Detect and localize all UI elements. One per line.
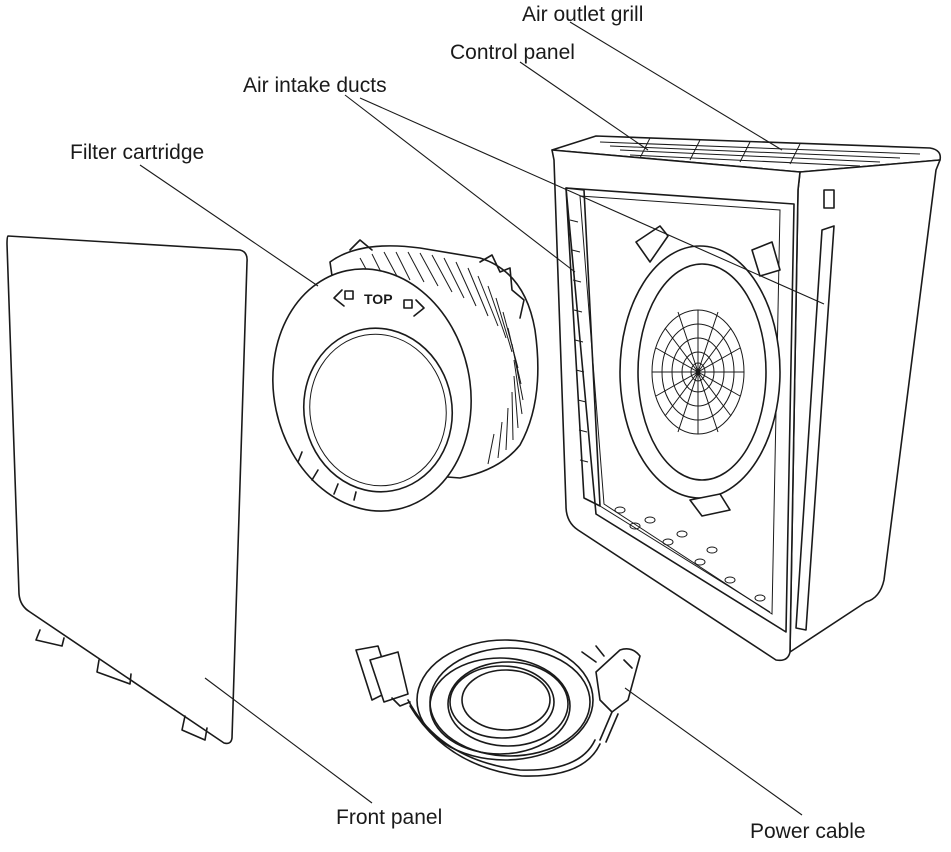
air-outlet-grill [599, 137, 921, 167]
label-filter-cartridge: Filter cartridge [70, 141, 204, 164]
base-holes [614, 506, 766, 602]
purifier-body [551, 135, 942, 662]
filter-pleat-hatching [359, 251, 524, 465]
label-power-cable: Power cable [750, 820, 866, 843]
lock-icon [403, 299, 413, 309]
filter-top-text: TOP [364, 291, 393, 307]
fan-grille [651, 309, 745, 435]
unlock-icon [344, 290, 354, 300]
iec-connector [355, 645, 411, 707]
cable-coil [416, 639, 594, 761]
front-panel [6, 235, 248, 745]
label-control-panel: Control panel [450, 41, 575, 64]
label-front-panel: Front panel [336, 806, 442, 829]
label-air-outlet-grill: Air outlet grill [522, 3, 643, 26]
filter-top-marking: TOP [333, 289, 425, 317]
label-air-intake-ducts: Air intake ducts [243, 74, 387, 97]
power-cable [355, 639, 641, 777]
leader-lines [139, 21, 825, 816]
filter-cartridge: TOP [272, 239, 539, 512]
schuko-plug [581, 645, 641, 743]
